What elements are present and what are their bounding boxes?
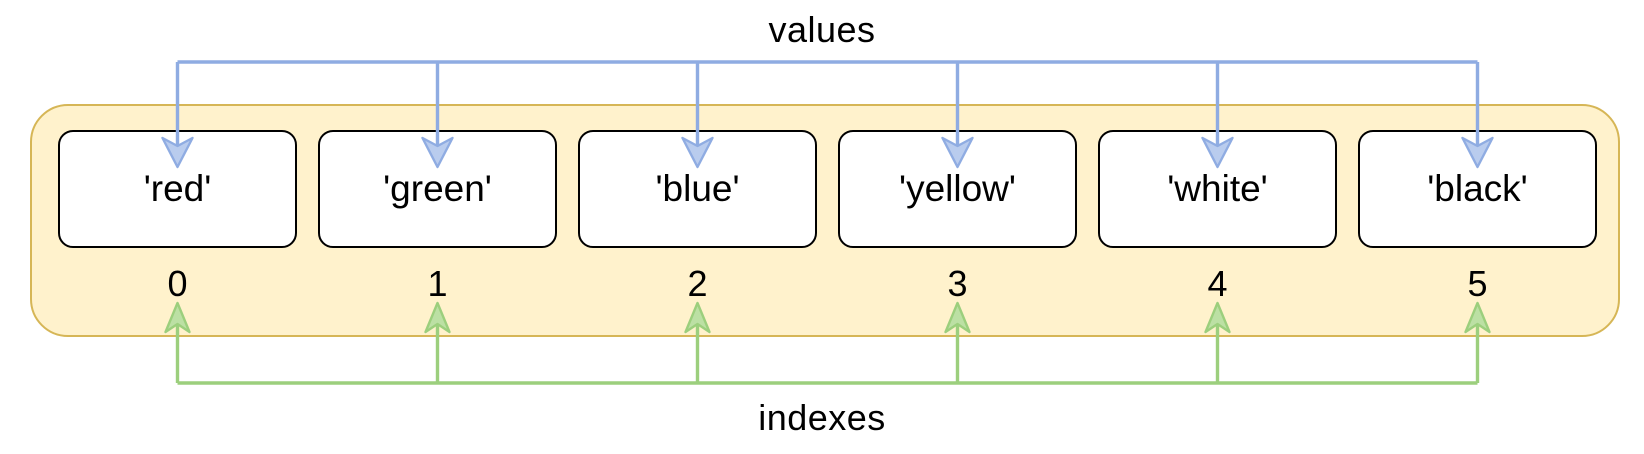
cell-value: 'green' <box>383 168 492 209</box>
cell-value: 'white' <box>1167 168 1268 209</box>
cell-value: 'blue' <box>655 168 740 209</box>
cell-index: 2 <box>687 263 708 304</box>
list-cell: 'yellow' <box>838 130 1077 248</box>
list-cell: 'blue' <box>578 130 817 248</box>
list-cell: 'green' <box>318 130 557 248</box>
indexes-label: indexes <box>758 397 886 438</box>
cell-index: 3 <box>947 263 968 304</box>
cell-value: 'red' <box>143 168 212 209</box>
list-cell: 'white' <box>1098 130 1337 248</box>
cell-index: 1 <box>427 263 448 304</box>
cell-index: 4 <box>1207 263 1228 304</box>
cell-index: 5 <box>1467 263 1488 304</box>
cell-value: 'yellow' <box>899 168 1016 209</box>
list-cell: 'red' <box>58 130 297 248</box>
cell-value: 'black' <box>1427 168 1528 209</box>
values-label: values <box>768 9 876 50</box>
cell-index: 0 <box>167 263 188 304</box>
list-cell: 'black' <box>1358 130 1597 248</box>
